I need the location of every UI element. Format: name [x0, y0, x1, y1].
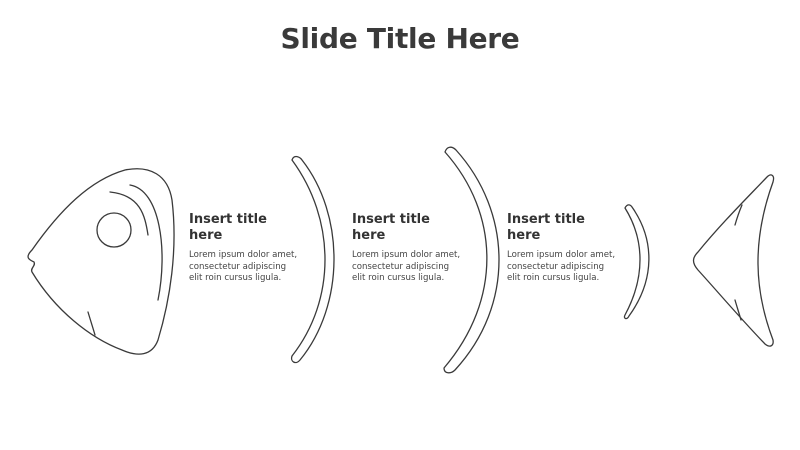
block-body: Lorem ipsum dolor amet, consectetur adip…: [189, 250, 298, 283]
fish-head-icon: [27, 168, 175, 355]
fish-bone-2-icon: [443, 146, 500, 374]
block-title: Insert title here: [352, 212, 430, 243]
text-block-3: Insert title here Lorem ipsum dolor amet…: [507, 212, 617, 285]
fish-bone-1-icon: [290, 155, 335, 364]
block-title: Insert title here: [189, 212, 267, 243]
block-title: Insert title here: [507, 212, 585, 243]
text-block-1: Insert title here Lorem ipsum dolor amet…: [189, 212, 299, 285]
block-body: Lorem ipsum dolor amet, consectetur adip…: [507, 250, 616, 283]
fish-bone-3-icon: [623, 204, 650, 320]
text-block-2: Insert title here Lorem ipsum dolor amet…: [352, 212, 462, 285]
block-body: Lorem ipsum dolor amet, consectetur adip…: [352, 250, 461, 283]
slide-title: Slide Title Here: [280, 22, 520, 55]
fish-tail-icon: [692, 174, 775, 347]
